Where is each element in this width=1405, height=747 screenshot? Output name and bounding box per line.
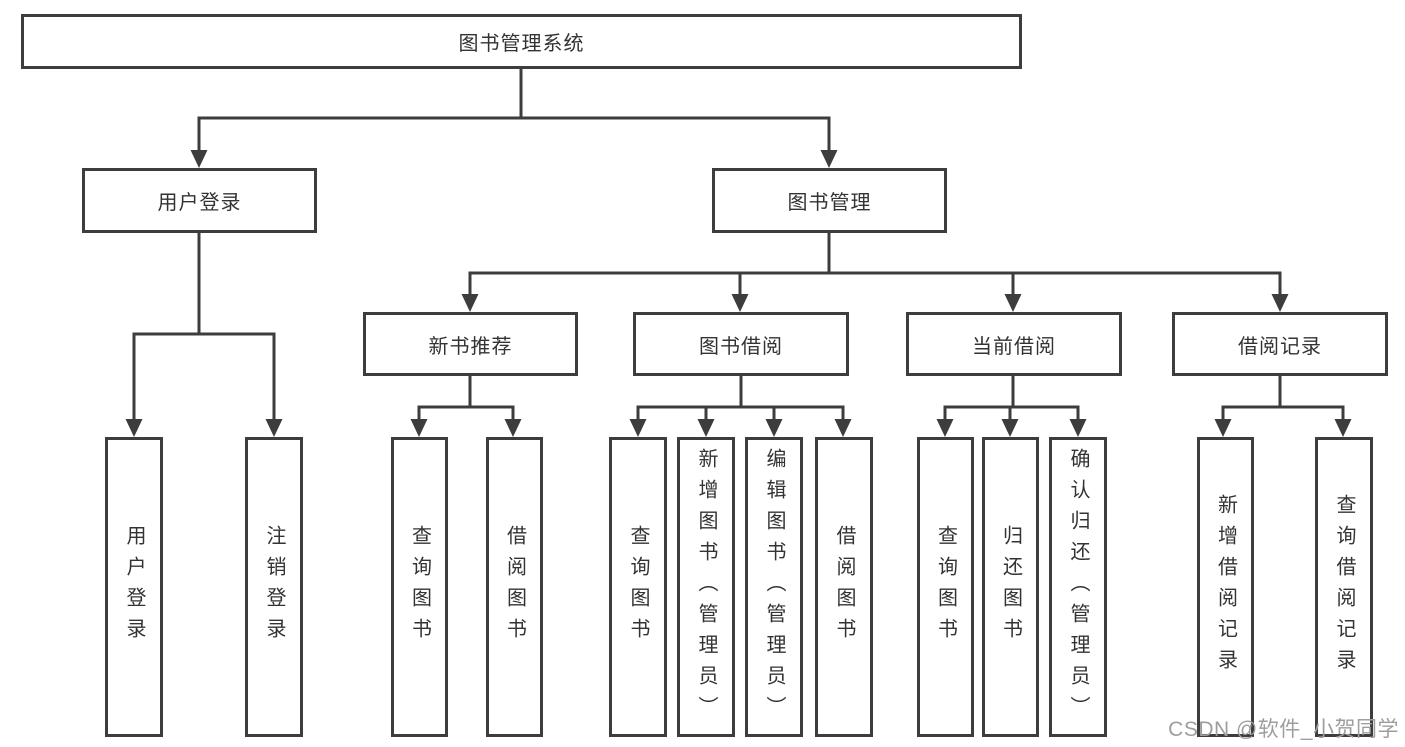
arrowhead <box>410 419 428 437</box>
leaf-user-login: 用户登录 <box>105 437 163 737</box>
node-label: 查询借阅记录 <box>1333 494 1355 680</box>
node-label: 查询图书 <box>408 525 431 649</box>
arrowhead <box>1001 419 1019 437</box>
arrowhead <box>1069 419 1087 437</box>
node-library-management-system: 图书管理系统 <box>21 14 1022 69</box>
arrowhead <box>731 294 749 312</box>
arrowhead <box>936 419 954 437</box>
arrowhead <box>461 294 479 312</box>
leaf-borrow-books-recommend: 借阅图书 <box>486 437 543 737</box>
arrowhead <box>1004 294 1022 312</box>
csdn-watermark: CSDN @软件_小贺同学 <box>1168 718 1399 741</box>
node-label: 借阅记录 <box>1238 335 1322 358</box>
arrowhead <box>1214 419 1232 437</box>
arrowhead <box>834 419 852 437</box>
node-label: 新增借阅记录 <box>1214 494 1237 680</box>
leaf-edit-book-admin: 编辑图书（管理员） <box>745 437 803 737</box>
arrowhead <box>629 419 647 437</box>
arrowhead <box>125 419 143 437</box>
node-borrowing-records: 借阅记录 <box>1172 312 1388 376</box>
node-label: 新书推荐 <box>428 335 513 358</box>
arrowhead <box>1271 294 1289 312</box>
node-label: 注销登录 <box>263 525 285 649</box>
arrowhead <box>504 419 522 437</box>
node-book-management: 图书管理 <box>712 168 947 233</box>
leaf-query-books-recommend: 查询图书 <box>391 437 448 737</box>
node-label: 用户登录 <box>123 525 145 649</box>
leaf-query-books-current: 查询图书 <box>917 437 974 737</box>
node-label: 当前借阅 <box>972 335 1056 358</box>
node-label: 图书借阅 <box>699 335 783 358</box>
node-label: 用户登录 <box>157 192 242 214</box>
arrowhead <box>697 419 715 437</box>
node-current-borrowing: 当前借阅 <box>906 312 1122 376</box>
leaf-query-borrow-record: 查询借阅记录 <box>1315 437 1373 737</box>
node-label: 图书管理 <box>787 192 872 214</box>
arrowhead <box>265 419 283 437</box>
leaf-query-books-borrow: 查询图书 <box>609 437 667 737</box>
leaf-add-borrow-record: 新增借阅记录 <box>1197 437 1254 737</box>
arrowhead <box>765 419 783 437</box>
leaf-add-book-admin: 新增图书（管理员） <box>677 437 735 737</box>
node-label: 借阅图书 <box>833 525 855 649</box>
node-new-book-recommendation: 新书推荐 <box>363 312 578 376</box>
node-user-login: 用户登录 <box>82 168 317 233</box>
leaf-confirm-return-admin: 确认归还（管理员） <box>1049 437 1107 737</box>
arrowhead <box>190 150 208 168</box>
node-label: 查询图书 <box>934 525 957 649</box>
node-label: 新增图书（管理员） <box>695 447 717 727</box>
arrowhead <box>1334 419 1352 437</box>
node-label: 归还图书 <box>999 525 1022 649</box>
node-label: 图书管理系统 <box>458 33 585 55</box>
node-label: 查询图书 <box>627 525 649 649</box>
node-label: 借阅图书 <box>503 525 526 649</box>
leaf-borrow-books: 借阅图书 <box>815 437 873 737</box>
node-book-borrowing: 图书借阅 <box>633 312 849 376</box>
arrowheads <box>125 150 1352 437</box>
node-label: 确认归还（管理员） <box>1067 447 1089 727</box>
arrowhead <box>820 150 838 168</box>
leaf-return-book: 归还图书 <box>982 437 1039 737</box>
node-label: 编辑图书（管理员） <box>763 447 785 727</box>
leaf-logout: 注销登录 <box>245 437 303 737</box>
